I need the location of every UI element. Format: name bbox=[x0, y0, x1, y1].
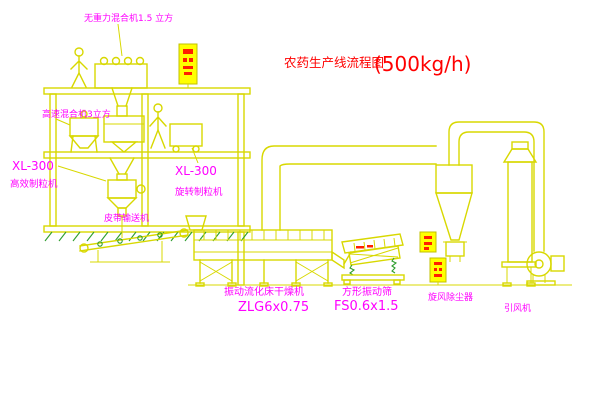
control-panel bbox=[178, 43, 198, 88]
induced-draft-fan bbox=[526, 251, 565, 286]
exhaust-stack bbox=[501, 141, 538, 287]
control-panel bbox=[419, 231, 437, 253]
diagram-title: 农药生产线流程图 bbox=[284, 55, 384, 70]
exhaust-duct bbox=[261, 145, 437, 231]
high-speed-mixer bbox=[68, 110, 100, 153]
label-gravity-mixer: 无重力混合机1.5 立方 bbox=[84, 12, 173, 24]
cyclone-dust-collector bbox=[435, 121, 545, 262]
diagram-title-capacity: (500kg/h) bbox=[374, 52, 471, 76]
label-granulator-right-model: XL-300 bbox=[175, 164, 217, 178]
gravity-mixer bbox=[94, 56, 148, 117]
label-screen-name: 方形振动筛 bbox=[342, 285, 392, 298]
worker-figure bbox=[70, 47, 88, 88]
ground-hatching bbox=[44, 231, 249, 242]
label-granulator-left-name: 高效制粒机 bbox=[10, 178, 58, 190]
label-granulator-right-name: 旋转制粒机 bbox=[175, 186, 223, 198]
vibrating-screen bbox=[341, 233, 405, 285]
leader-line bbox=[55, 23, 199, 182]
label-induced-draft-fan: 引风机 bbox=[504, 302, 531, 314]
rotary-granulator bbox=[169, 123, 203, 153]
cyclone-outlet-pipe bbox=[448, 121, 545, 252]
label-high-speed-mixer: 高速混合机3立方 bbox=[42, 108, 111, 120]
label-screen-model: FS0.6x1.5 bbox=[334, 299, 399, 314]
feeder-hopper bbox=[103, 115, 145, 153]
labels: 无重力混合机1.5 立方 高速混合机3立方 XL-300 高效制粒机 XL-30… bbox=[10, 12, 531, 315]
label-dryer-model: ZLG6x0.75 bbox=[238, 300, 309, 315]
label-dryer-name: 振动流化床干燥机 bbox=[224, 285, 304, 298]
worker-figure bbox=[149, 103, 167, 149]
label-dust-collector: 旋风除尘器 bbox=[428, 291, 473, 303]
granulator bbox=[106, 157, 146, 238]
fluid-bed-dryer bbox=[185, 215, 345, 287]
belt-conveyor bbox=[79, 228, 189, 263]
label-granulator-left-model: XL-300 bbox=[12, 159, 54, 173]
control-panel bbox=[429, 257, 447, 285]
label-belt-conveyor: 皮带输送机 bbox=[104, 212, 149, 224]
screen-springs bbox=[349, 257, 398, 276]
building-frame bbox=[43, 87, 572, 286]
